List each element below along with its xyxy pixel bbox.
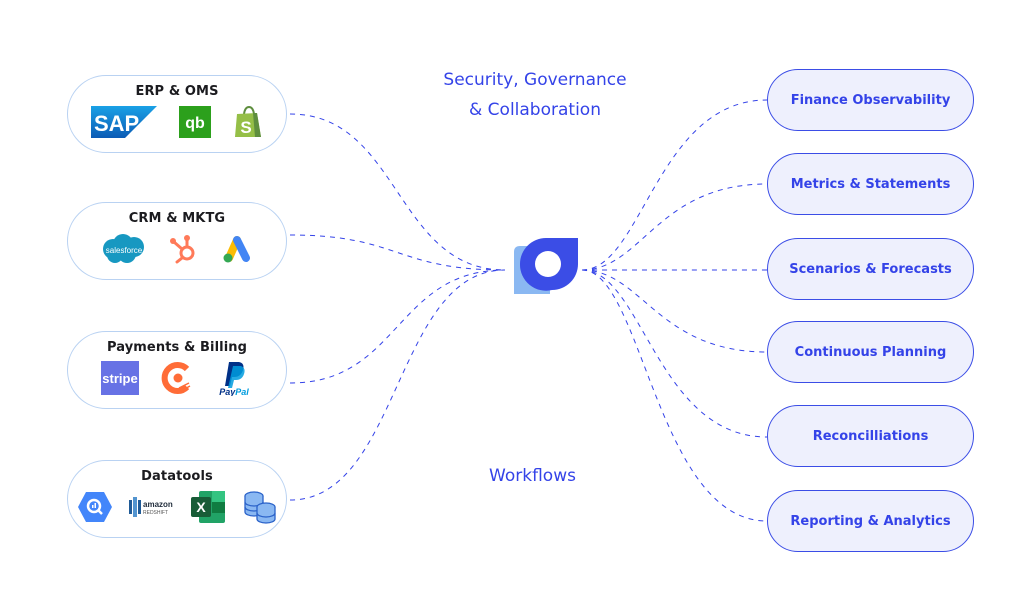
svg-text:stripe: stripe [102, 371, 137, 386]
security-caption-line2: & Collaboration [469, 100, 601, 120]
workflow-connector-5 [581, 269, 768, 522]
amazon-redshift-logo-icon: amazon REDSHIFT [129, 496, 175, 518]
workflow-scenarios-forecasts[interactable]: Scenarios & Forecasts [767, 238, 974, 300]
workflow-metrics-statements[interactable]: Metrics & Statements [767, 153, 974, 215]
source-connector-3 [289, 269, 506, 501]
svg-text:salesforce: salesforce [106, 246, 143, 255]
chargebee-logo-icon [161, 361, 193, 395]
quickbooks-logo-icon: qb [179, 106, 211, 138]
paypal-logo-icon: PayPal [215, 360, 253, 396]
svg-text:qb: qb [185, 115, 205, 132]
workflow-label: Reporting & Analytics [790, 513, 951, 529]
source-connector-1 [289, 234, 506, 271]
stripe-logo-icon: stripe [101, 361, 139, 395]
workflow-connector-3 [581, 269, 768, 353]
svg-text:PayPal: PayPal [219, 387, 249, 396]
bigquery-logo-icon [77, 491, 113, 523]
workflow-connector-0 [581, 99, 768, 271]
svg-text:REDSHIFT: REDSHIFT [143, 510, 168, 516]
platform-logo-icon [514, 238, 578, 294]
salesforce-logo-icon: salesforce [101, 233, 147, 265]
workflow-label: Finance Observability [790, 92, 951, 108]
hubspot-logo-icon [169, 233, 199, 265]
workflow-label: Metrics & Statements [790, 176, 951, 192]
workflow-finance-observability[interactable]: Finance Observability [767, 69, 974, 131]
svg-text:SAP: SAP [94, 111, 139, 136]
excel-logo-icon: X [191, 489, 227, 525]
workflow-label: Reconcilliations [812, 428, 929, 444]
database-logo-icon [243, 490, 277, 524]
workflow-continuous-planning[interactable]: Continuous Planning [767, 321, 974, 383]
security-governance-caption: Security, Governance & Collaboration [420, 65, 650, 125]
source-card-payments-billing[interactable]: Payments & Billing stripe PayPal [67, 331, 287, 409]
security-caption-line1: Security, Governance [443, 70, 627, 90]
workflow-reporting-analytics[interactable]: Reporting & Analytics [767, 490, 974, 552]
svg-text:X: X [196, 499, 206, 515]
source-card-title: ERP & OMS [135, 84, 219, 99]
workflow-label: Scenarios & Forecasts [789, 261, 952, 277]
hub-platform-logo [506, 232, 582, 304]
svg-text:S: S [240, 118, 251, 137]
svg-text:amazon: amazon [143, 500, 173, 509]
workflow-connector-1 [581, 183, 768, 271]
workflow-label: Continuous Planning [794, 344, 947, 360]
source-card-title: CRM & MKTG [128, 211, 226, 226]
shopify-logo-icon: S [233, 105, 263, 139]
source-card-datatools[interactable]: Datatools amazon REDSHIFT X [67, 460, 287, 538]
workflow-reconcilliations[interactable]: Reconcilliations [767, 405, 974, 467]
source-card-title: Datatools [141, 469, 213, 484]
source-card-erp-oms[interactable]: ERP & OMS SAP qb S [67, 75, 287, 153]
sap-logo-icon: SAP [91, 106, 157, 138]
workflows-caption: Workflows [489, 466, 576, 486]
workflow-connector-4 [581, 269, 768, 438]
google-ads-logo-icon [221, 234, 253, 264]
source-connector-2 [289, 269, 506, 384]
source-connector-0 [289, 113, 506, 271]
source-card-crm-mktg[interactable]: CRM & MKTG salesforce [67, 202, 287, 280]
source-card-title: Payments & Billing [106, 340, 248, 355]
